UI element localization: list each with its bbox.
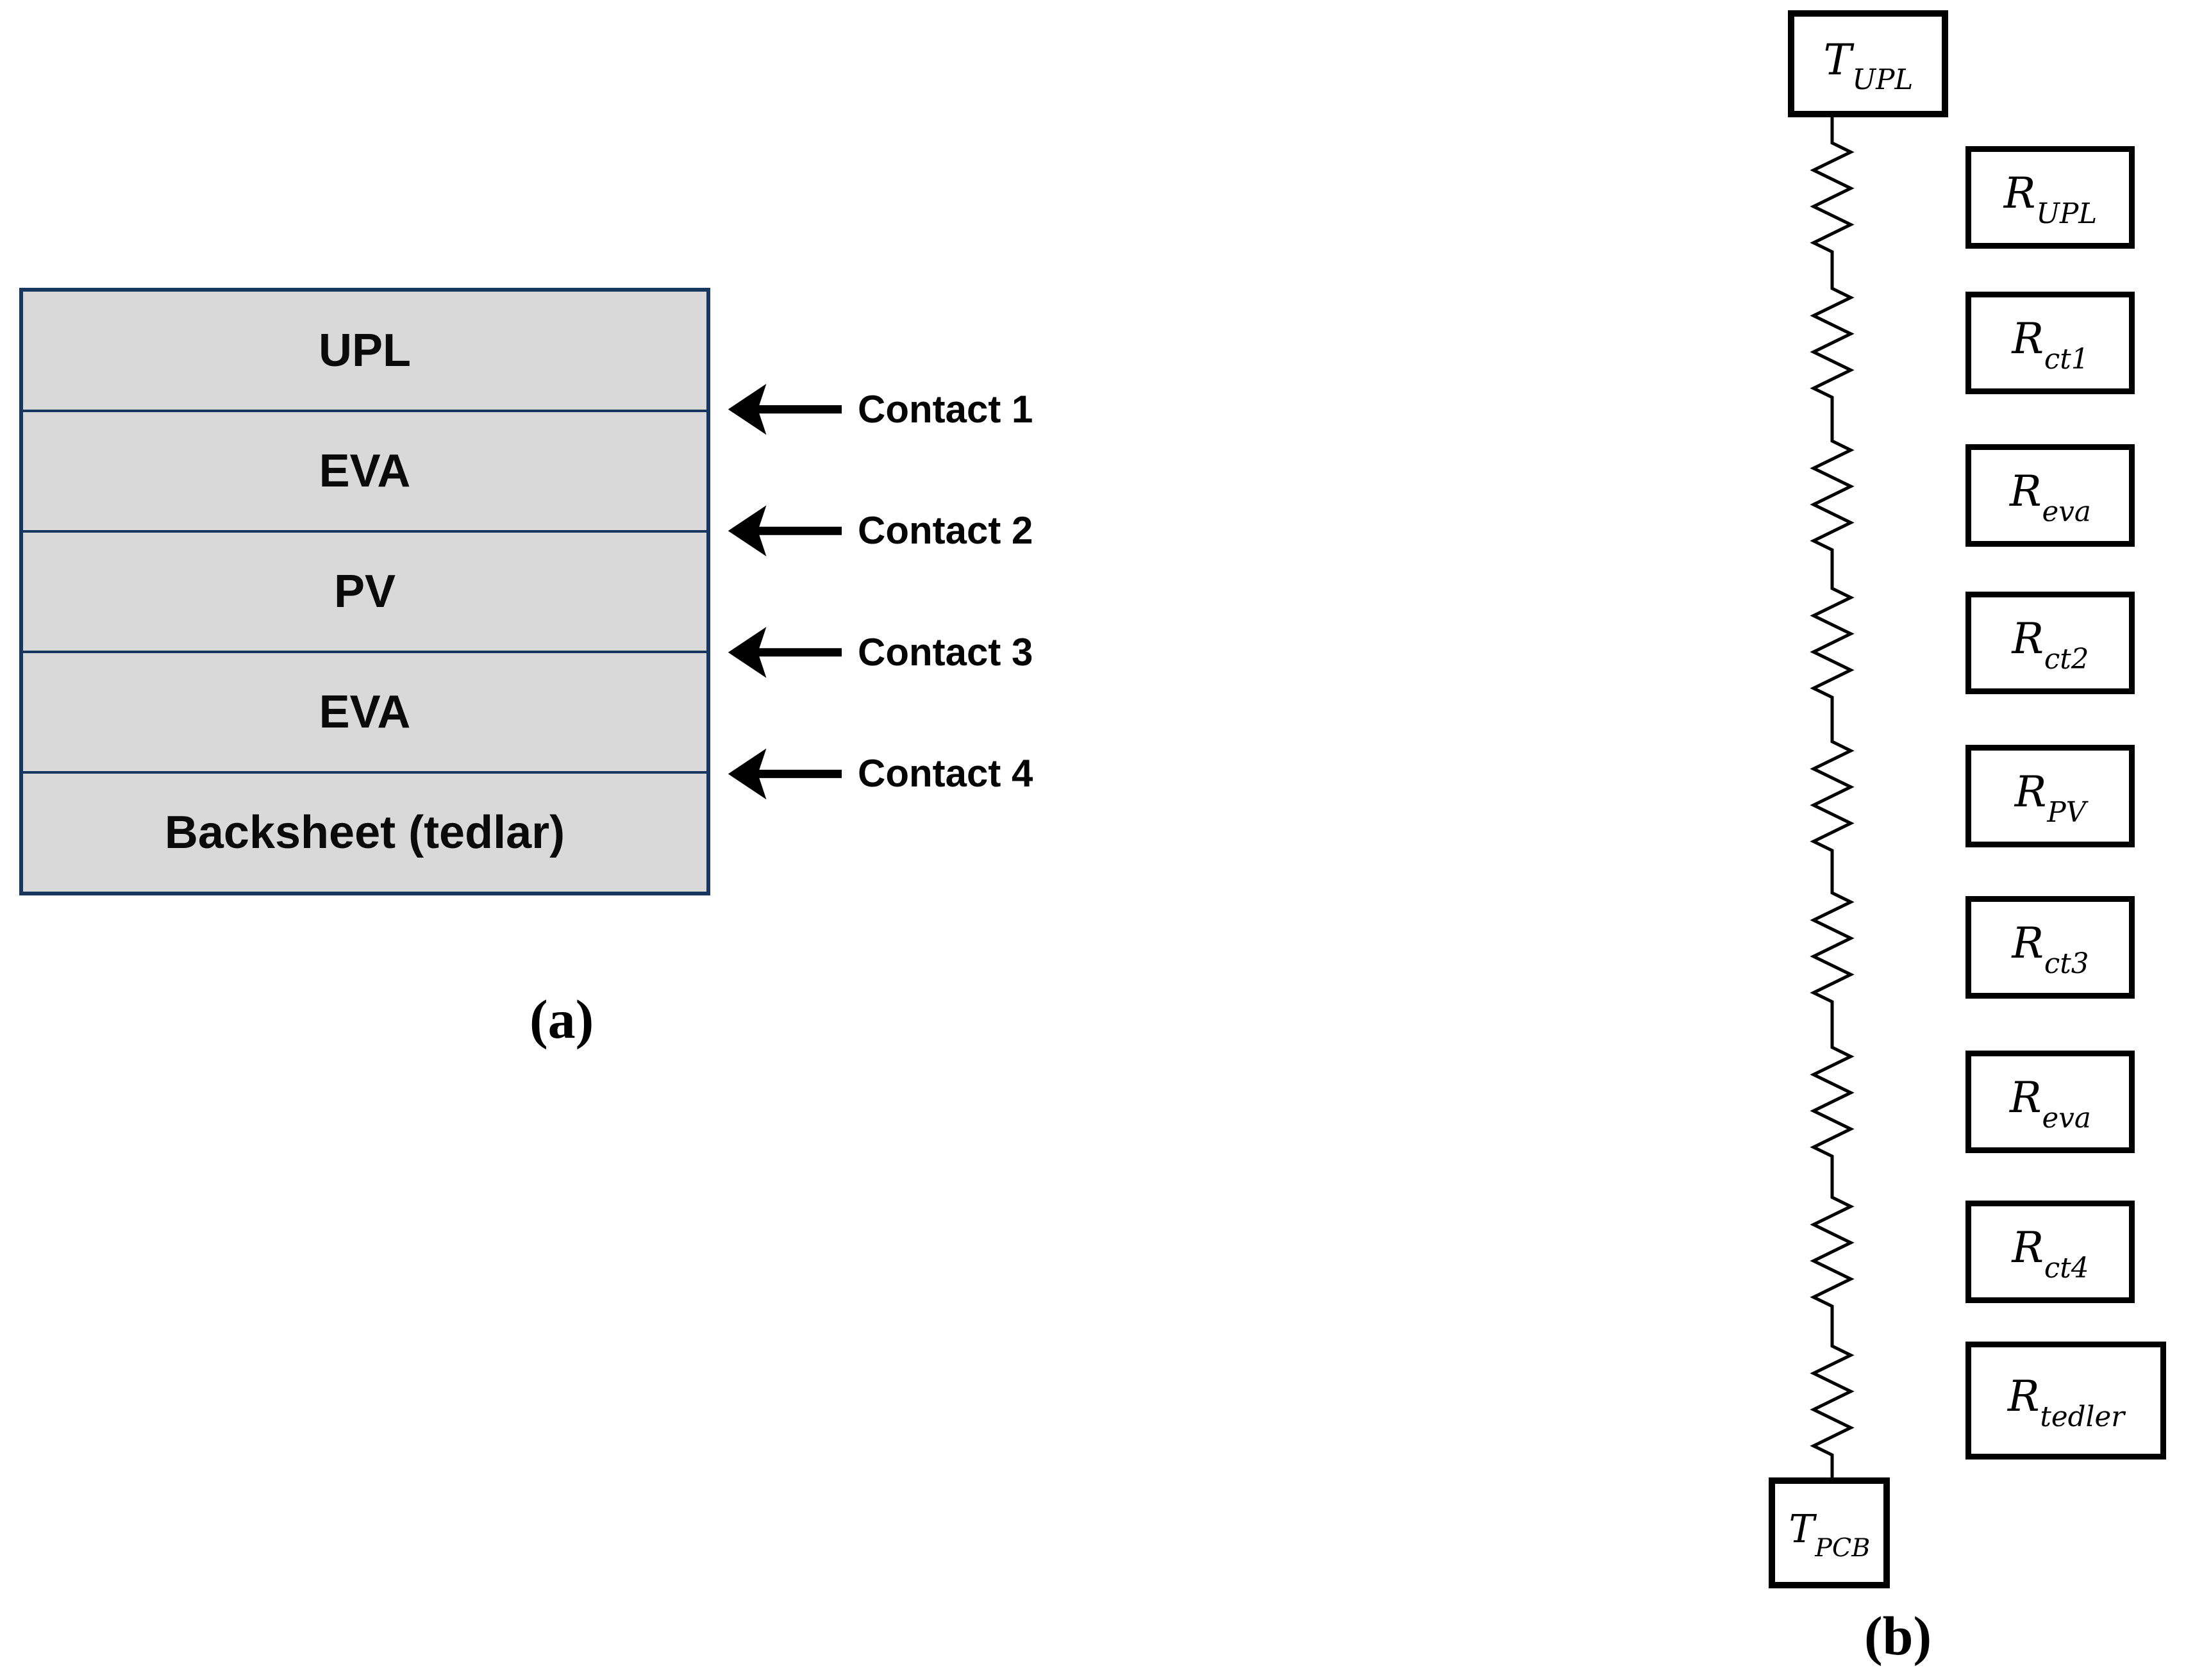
- contact-arrow: [728, 383, 842, 435]
- resistor-chain: [1810, 117, 1855, 1477]
- resistor-box: Rct2: [1965, 592, 2135, 694]
- panel-a-caption: (a): [530, 988, 594, 1050]
- resistor-label: RUPL: [2003, 169, 2098, 230]
- resistor-box: Rct4: [1965, 1201, 2135, 1303]
- contact-label: Contact 1: [858, 387, 1033, 431]
- resistor-box: RUPL: [1965, 146, 2135, 249]
- temp-node-tupl-label: TUPL: [1823, 35, 1914, 97]
- contact-arrow: [728, 627, 842, 678]
- resistor-box: Rtedler: [1965, 1342, 2166, 1460]
- layer-row: PV: [23, 530, 706, 651]
- temp-node-tupl: TUPL: [1788, 10, 1948, 117]
- layer-row: EVA: [23, 410, 706, 530]
- layer-row: Backsheet (tedlar): [23, 771, 706, 892]
- resistor-label: Reva: [2009, 1073, 2091, 1135]
- resistor-box: Rct1: [1965, 292, 2135, 394]
- layer-label: Backsheet (tedlar): [164, 807, 565, 858]
- layer-label: EVA: [319, 686, 411, 738]
- layer-label: EVA: [319, 445, 411, 497]
- resistor-box: Reva: [1965, 444, 2135, 547]
- resistor-label: Rtedler: [2007, 1372, 2125, 1433]
- resistor-label: RPV: [2014, 767, 2087, 829]
- contact-label: Contact 4: [858, 752, 1033, 795]
- contact-arrow: [728, 505, 842, 556]
- contact-arrow: [728, 748, 842, 800]
- resistor-label: Rct3: [2012, 919, 2089, 980]
- layer-label: PV: [333, 566, 396, 617]
- contact-label: Contact 3: [858, 630, 1033, 674]
- layer-stack: UPL EVA PV EVA Backsheet (tedlar): [19, 288, 710, 895]
- resistor-box: Reva: [1965, 1051, 2135, 1153]
- contact-label: Contact 2: [858, 509, 1033, 553]
- resistor-label: Rct1: [2012, 314, 2089, 376]
- layer-row: UPL: [23, 292, 706, 410]
- resistor-label: Rct2: [2012, 614, 2089, 676]
- resistor-label: Reva: [2009, 467, 2091, 528]
- panel-b-caption: (b): [1864, 1605, 1932, 1667]
- temp-node-tpcb: TPCB: [1769, 1477, 1890, 1588]
- resistor-label: Rct4: [2012, 1223, 2089, 1285]
- resistor-box: RPV: [1965, 745, 2135, 847]
- layer-row: EVA: [23, 651, 706, 771]
- layer-label: UPL: [319, 325, 411, 376]
- resistor-box: Rct3: [1965, 896, 2135, 999]
- temp-node-tpcb-label: TPCB: [1789, 1507, 1871, 1563]
